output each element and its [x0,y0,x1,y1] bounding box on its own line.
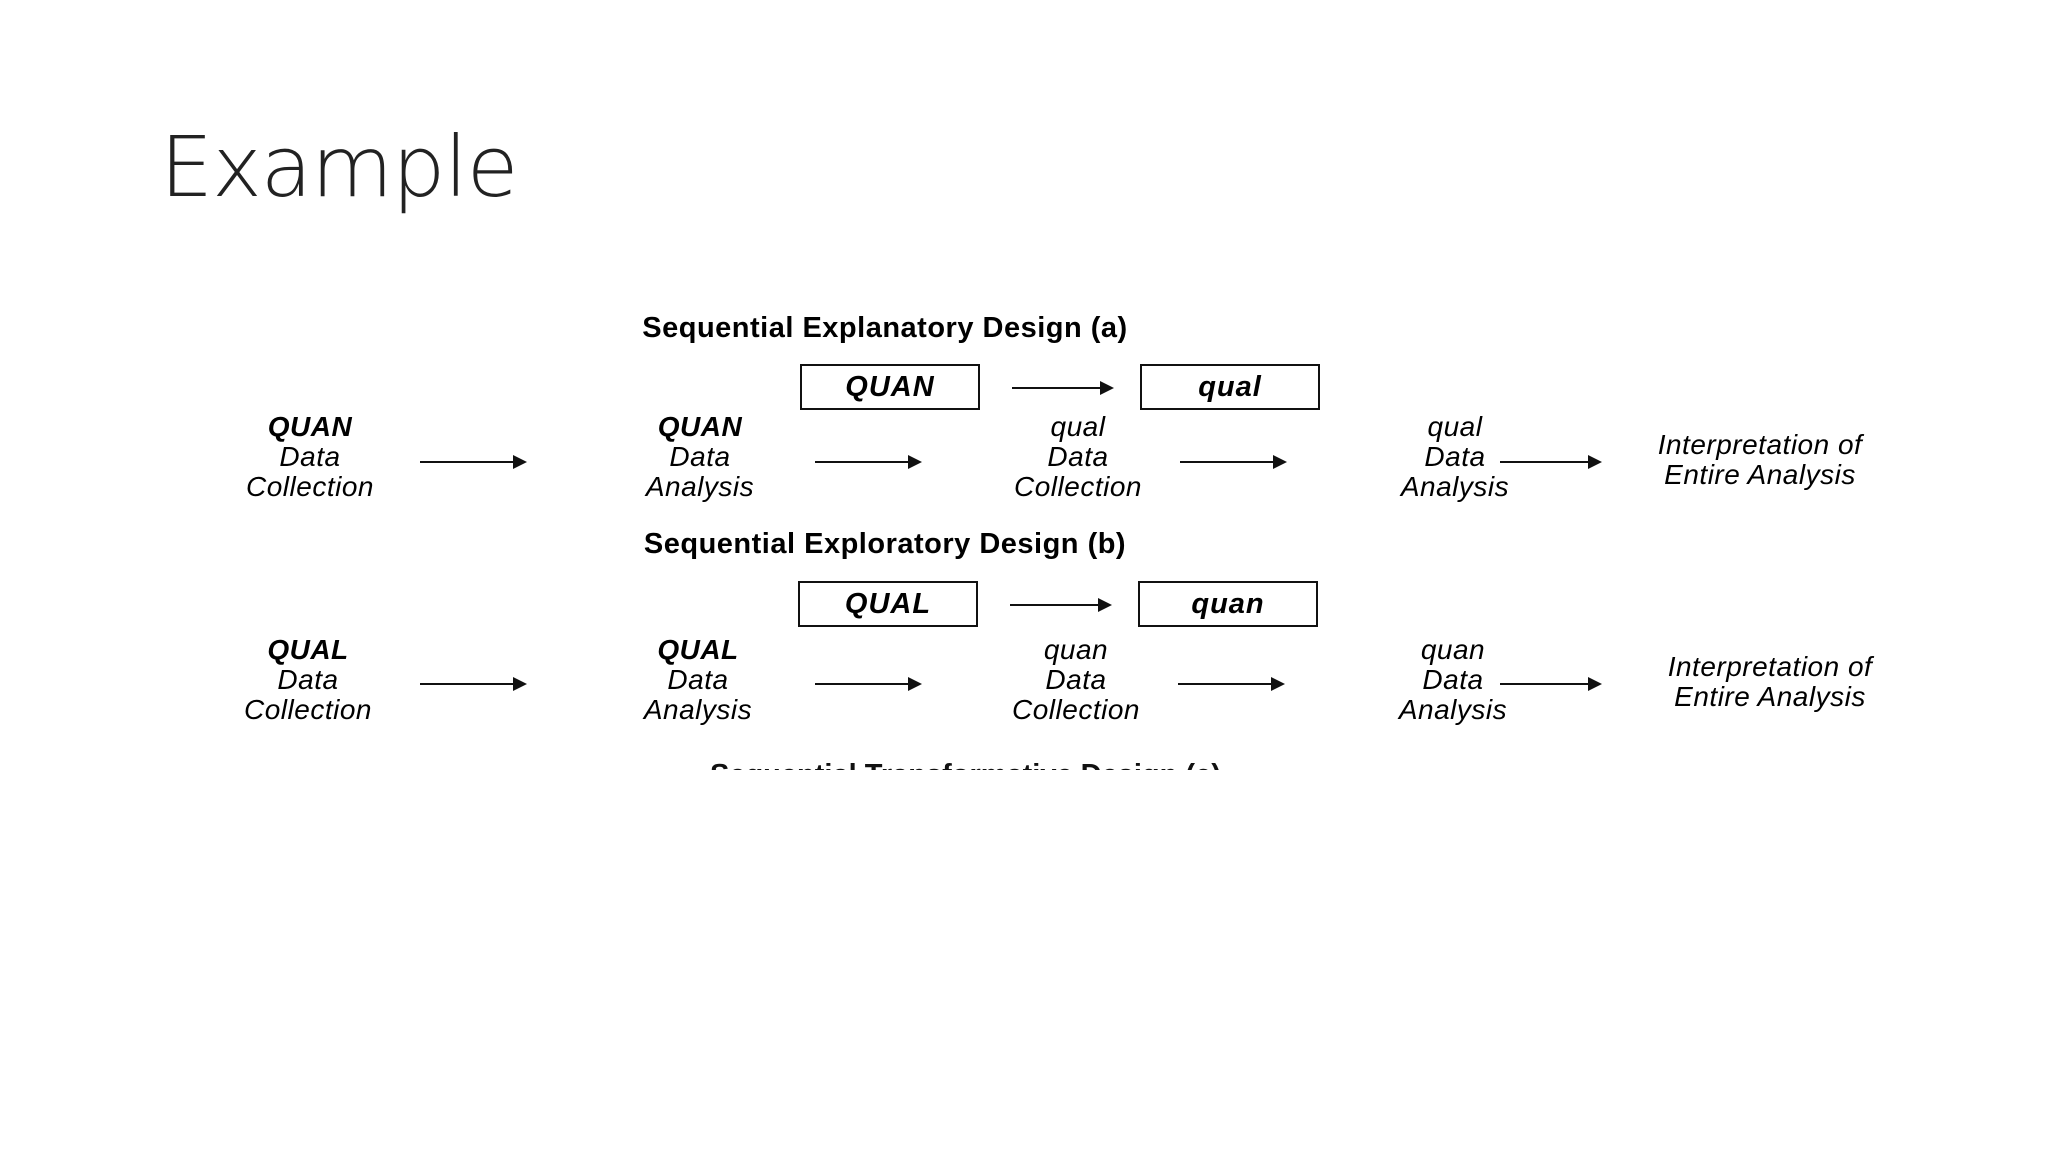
design-b-box-arrow [1010,598,1112,612]
step-label-1: QUAL [267,634,349,665]
design-a-step-3: qual Data Collection [958,412,1198,502]
design-b-step-2: QUAL Data Analysis [578,635,818,725]
step-label-1: QUAN [657,411,743,442]
design-a-box-arrow [1012,381,1114,395]
step-label-2: Data [667,664,729,695]
step-label-3: Collection [1012,694,1140,725]
step-label-1: qual [1427,411,1483,442]
design-a-step-4: qual Data Analysis [1335,412,1575,502]
interpretation-line-1: Interpretation of [1657,429,1863,460]
interpretation-line-1: Interpretation of [1667,651,1873,682]
step-label-3: Analysis [1400,471,1510,502]
cropped-heading-text: Sequential Transformative Design (c) [710,758,1310,770]
design-b-arrow-4 [1500,677,1602,691]
design-a-arrow-1 [420,455,527,469]
design-a-step-2: QUAN Data Analysis [580,412,820,502]
step-label-2: Data [277,664,339,695]
step-label-1: QUAN [267,411,353,442]
step-label-3: Analysis [1398,694,1508,725]
design-c-title-cropped: Sequential Transformative Design (c) [710,758,1310,770]
design-b-arrow-2 [815,677,922,691]
design-b-step-4: quan Data Analysis [1333,635,1573,725]
design-a-box-qual: qual [1140,364,1320,410]
design-b-interpretation: Interpretation of Entire Analysis [1610,652,1930,712]
design-a-box-quan: QUAN [800,364,980,410]
design-b-arrow-1 [420,677,527,691]
step-label-2: Data [1424,441,1486,472]
step-label-2: Data [1045,664,1107,695]
step-label-2: Data [669,441,731,472]
design-b-box-qual: QUAL [798,581,978,627]
step-label-3: Analysis [643,694,753,725]
interpretation-line-2: Entire Analysis [1664,459,1856,490]
step-label-1: qual [1050,411,1106,442]
step-label-3: Analysis [645,471,755,502]
step-label-3: Collection [246,471,374,502]
design-a-step-1: QUAN Data Collection [190,412,430,502]
step-label-3: Collection [244,694,372,725]
step-label-1: quan [1420,634,1486,665]
step-label-2: Data [1422,664,1484,695]
design-b-step-1: QUAL Data Collection [188,635,428,725]
step-label-2: Data [279,441,341,472]
design-a-title: Sequential Explanatory Design (a) [642,312,1128,344]
mixed-methods-diagram: Sequential Explanatory Design (a) QUAN q… [150,300,1930,770]
design-a-arrow-3 [1180,455,1287,469]
design-b-arrow-3 [1178,677,1285,691]
step-label-1: quan [1043,634,1109,665]
design-a-arrow-2 [815,455,922,469]
interpretation-line-2: Entire Analysis [1674,681,1866,712]
design-a-arrow-4 [1500,455,1602,469]
design-b-box-quan: quan [1138,581,1318,627]
design-b-step-3: quan Data Collection [956,635,1196,725]
step-label-3: Collection [1014,471,1142,502]
design-a-interpretation: Interpretation of Entire Analysis [1600,430,1920,490]
slide-title: Example [160,118,518,216]
design-b-title: Sequential Exploratory Design (b) [643,528,1127,560]
step-label-1: QUAL [657,634,739,665]
step-label-2: Data [1047,441,1109,472]
